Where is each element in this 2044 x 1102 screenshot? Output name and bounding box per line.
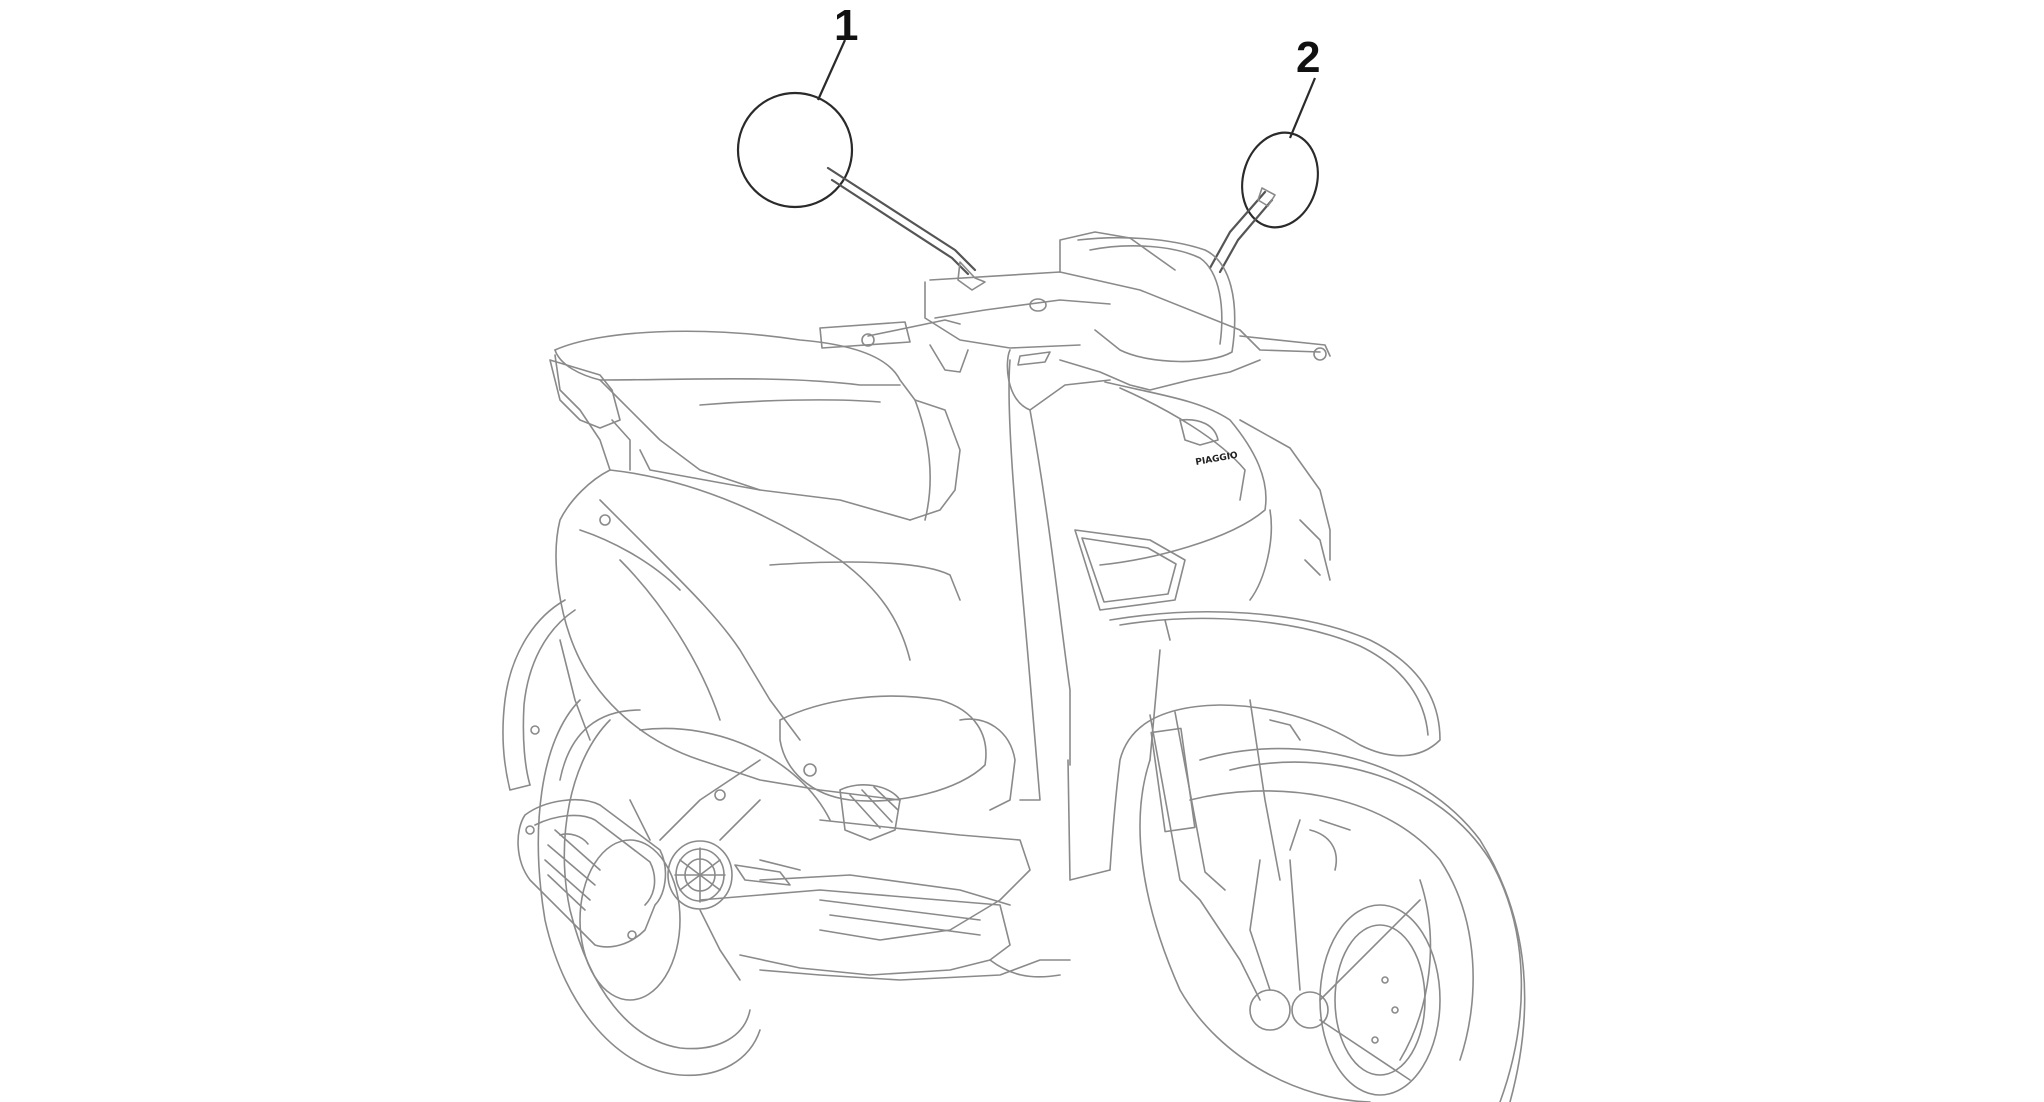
rear-body	[549, 354, 1071, 981]
handlebar-assembly	[819, 231, 1331, 373]
rear-fender	[502, 599, 591, 791]
muffler	[517, 799, 667, 948]
rear-hub	[629, 759, 761, 981]
frame-details	[734, 619, 1301, 886]
callout-label-2[interactable]: 2	[1296, 33, 1321, 82]
mirror-right[interactable]	[1208, 124, 1328, 274]
front-shield: PIAGGIO	[1006, 349, 1331, 801]
seat	[554, 330, 961, 601]
front-wheel	[1139, 699, 1526, 1102]
mirror-left[interactable]	[736, 91, 986, 291]
leader-line-1	[816, 39, 847, 101]
front-fender	[1067, 611, 1441, 881]
logo-text: PIAGGIO	[1195, 451, 1239, 468]
leader-line-2	[1288, 77, 1317, 139]
callout-label-1[interactable]: 1	[834, 1, 859, 50]
rear-wheel	[537, 699, 831, 1077]
